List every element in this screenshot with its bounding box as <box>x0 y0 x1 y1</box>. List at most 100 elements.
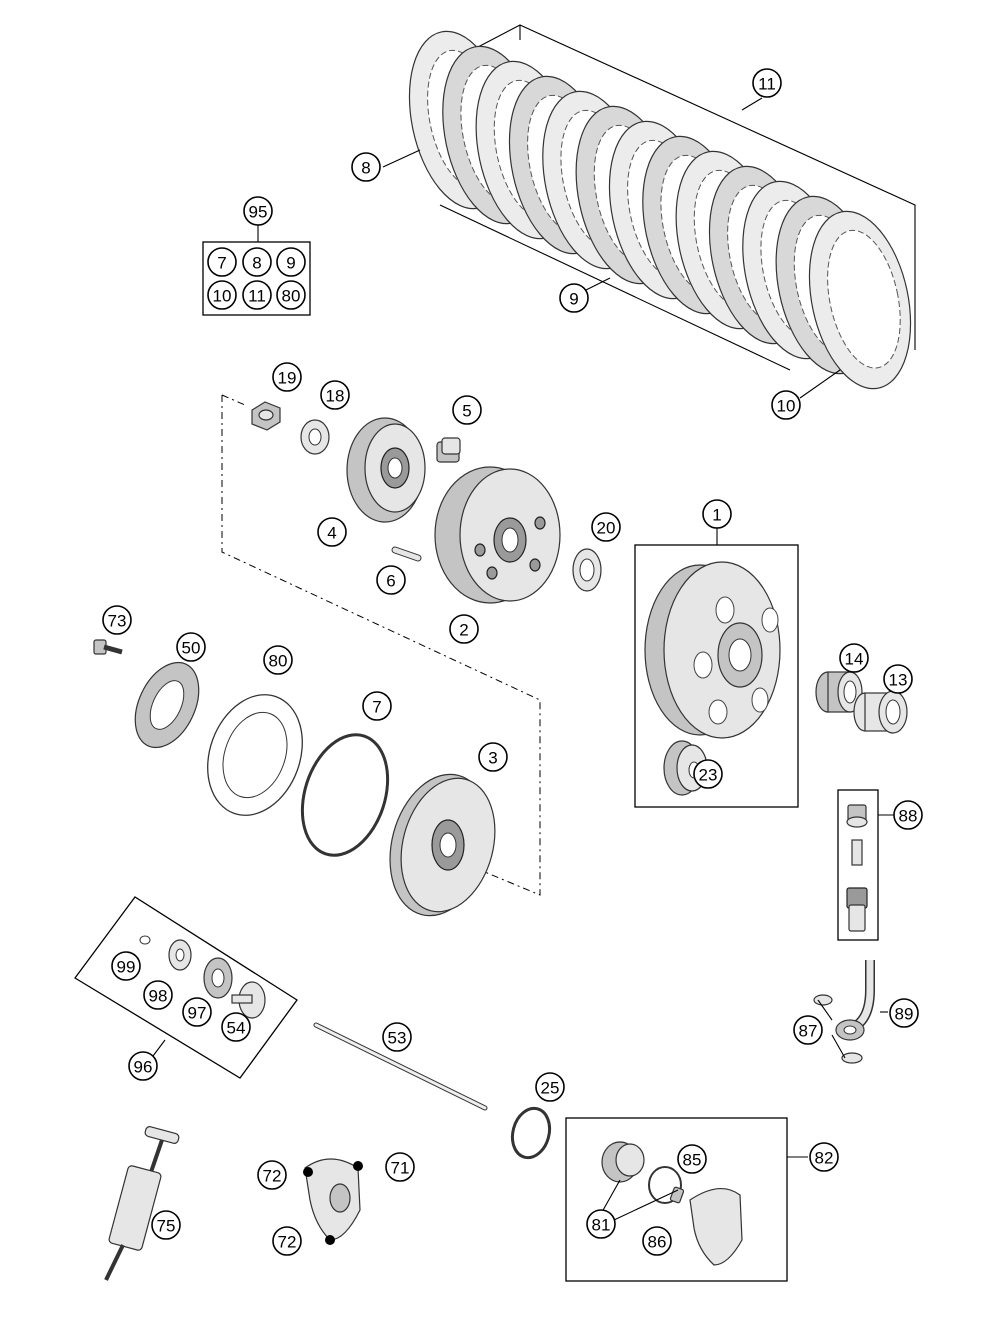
banjo-fitting <box>813 960 888 1064</box>
kit-content-number: 10 <box>213 287 232 306</box>
part-callout-circle <box>351 152 381 182</box>
kit-content-circle <box>276 247 306 277</box>
part-callout-circle <box>702 499 732 529</box>
part-callout-circle <box>257 1160 287 1190</box>
kit-content-number: 7 <box>217 254 226 273</box>
bushing <box>853 690 908 734</box>
part-callout-circle <box>272 362 302 392</box>
part-callout-circle <box>263 645 293 675</box>
kit-content-number: 80 <box>282 287 301 306</box>
part-callout-circle <box>793 1015 823 1045</box>
clutch-plate-inner <box>827 229 901 369</box>
part-callout-circle <box>889 998 919 1028</box>
part-callout-number: 72 <box>263 1167 282 1186</box>
thrust-washer <box>572 548 602 592</box>
bleed-valve-box <box>837 789 895 941</box>
part-callout-circle <box>320 380 350 410</box>
part-callout-circle <box>693 759 723 789</box>
part-callout-number: 98 <box>149 987 168 1006</box>
part-callout-number: 86 <box>648 1233 667 1252</box>
kit-content-circle <box>242 280 272 310</box>
part-callout-circle <box>752 68 782 98</box>
part-callout-number: 50 <box>182 639 201 658</box>
part-callout-number: 71 <box>391 1159 410 1178</box>
part-callout-number: 96 <box>134 1058 153 1077</box>
kit-82-box <box>565 1117 808 1282</box>
pressure-plate <box>389 773 496 917</box>
part-callout-circle <box>771 390 801 420</box>
part-callout-circle <box>128 1051 158 1081</box>
part-callout-number: 89 <box>895 1005 914 1024</box>
clutch-plate-stack <box>408 24 916 390</box>
part-callout-circle <box>839 643 869 673</box>
part-callout-circle <box>182 997 212 1027</box>
part-callout-number: 8 <box>361 159 370 178</box>
part-callout-number: 2 <box>459 621 468 640</box>
grease-syringe <box>104 1126 180 1281</box>
leader-lines <box>382 97 841 399</box>
part-callout-number: 81 <box>592 1216 611 1235</box>
part-callout-circle <box>176 632 206 662</box>
kit-content-number: 9 <box>286 254 295 273</box>
kit-content-circle <box>207 247 237 277</box>
part-callout-number: 14 <box>845 650 864 669</box>
part-callout-number: 4 <box>327 524 336 543</box>
part-callout-number: 3 <box>488 749 497 768</box>
part-callout-circle <box>362 691 392 721</box>
kit-content-circle <box>242 247 272 277</box>
kit-96-box <box>74 896 298 1079</box>
part-callout-circle <box>272 1226 302 1256</box>
kit-content-number: 8 <box>252 254 261 273</box>
part-callout-circle <box>111 951 141 981</box>
part-callout-circle <box>559 283 589 313</box>
clutch-hub <box>434 466 561 604</box>
lock-washer <box>300 419 330 455</box>
damper-block <box>436 437 461 463</box>
part-callout-circle <box>893 800 923 830</box>
clutch-basket-box <box>634 527 799 808</box>
part-callout-circle <box>317 517 347 547</box>
part-callout-number: 53 <box>388 1029 407 1048</box>
kit-content-circle <box>276 280 306 310</box>
disc-spring <box>207 694 303 816</box>
assembly-outline <box>221 394 541 896</box>
part-callout-number: 88 <box>899 807 918 826</box>
part-callout-circle <box>449 614 479 644</box>
part-callout-circle <box>677 1144 707 1174</box>
part-callout-number: 85 <box>683 1151 702 1170</box>
part-callout-circle <box>221 1012 251 1042</box>
kit-callout-circle <box>243 196 273 226</box>
part-callout-number: 99 <box>117 958 136 977</box>
part-callout-circle <box>382 1022 412 1052</box>
part-callout-number: 82 <box>815 1149 834 1168</box>
axial-bearing <box>134 661 200 749</box>
part-callout-number: 1 <box>712 506 721 525</box>
part-callout-number: 11 <box>758 75 776 94</box>
part-callout-circle <box>535 1072 565 1102</box>
part-callout-number: 75 <box>157 1217 176 1236</box>
needle-bearing <box>815 671 863 713</box>
part-callout-circle <box>642 1226 672 1256</box>
part-callout-number: 54 <box>227 1019 246 1038</box>
part-callout-number: 13 <box>889 671 908 690</box>
part-callout-number: 73 <box>108 612 127 631</box>
part-callout-number: 87 <box>799 1022 818 1041</box>
part-callout-circle <box>143 980 173 1010</box>
part-callout-circle <box>478 742 508 772</box>
part-callout-circle <box>151 1210 181 1240</box>
part-callout-circle <box>586 1209 616 1239</box>
part-callout-number: 5 <box>462 402 471 421</box>
part-callout-number: 80 <box>269 652 288 671</box>
push-rod <box>313 1022 488 1111</box>
part-callout-circle <box>385 1152 415 1182</box>
part-callout-number: 9 <box>569 290 578 309</box>
part-callout-number: 20 <box>597 519 616 538</box>
part-number-callouts: 1234567891011131418192023255053547172727… <box>102 68 923 1256</box>
part-callout-number: 7 <box>372 698 381 717</box>
kit-content-circle <box>207 280 237 310</box>
part-callout-circle <box>452 395 482 425</box>
part-callout-number: 18 <box>326 387 345 406</box>
part-callout-circle <box>376 565 406 595</box>
slave-cylinder-cover <box>303 1158 363 1245</box>
o-ring <box>510 1106 552 1160</box>
